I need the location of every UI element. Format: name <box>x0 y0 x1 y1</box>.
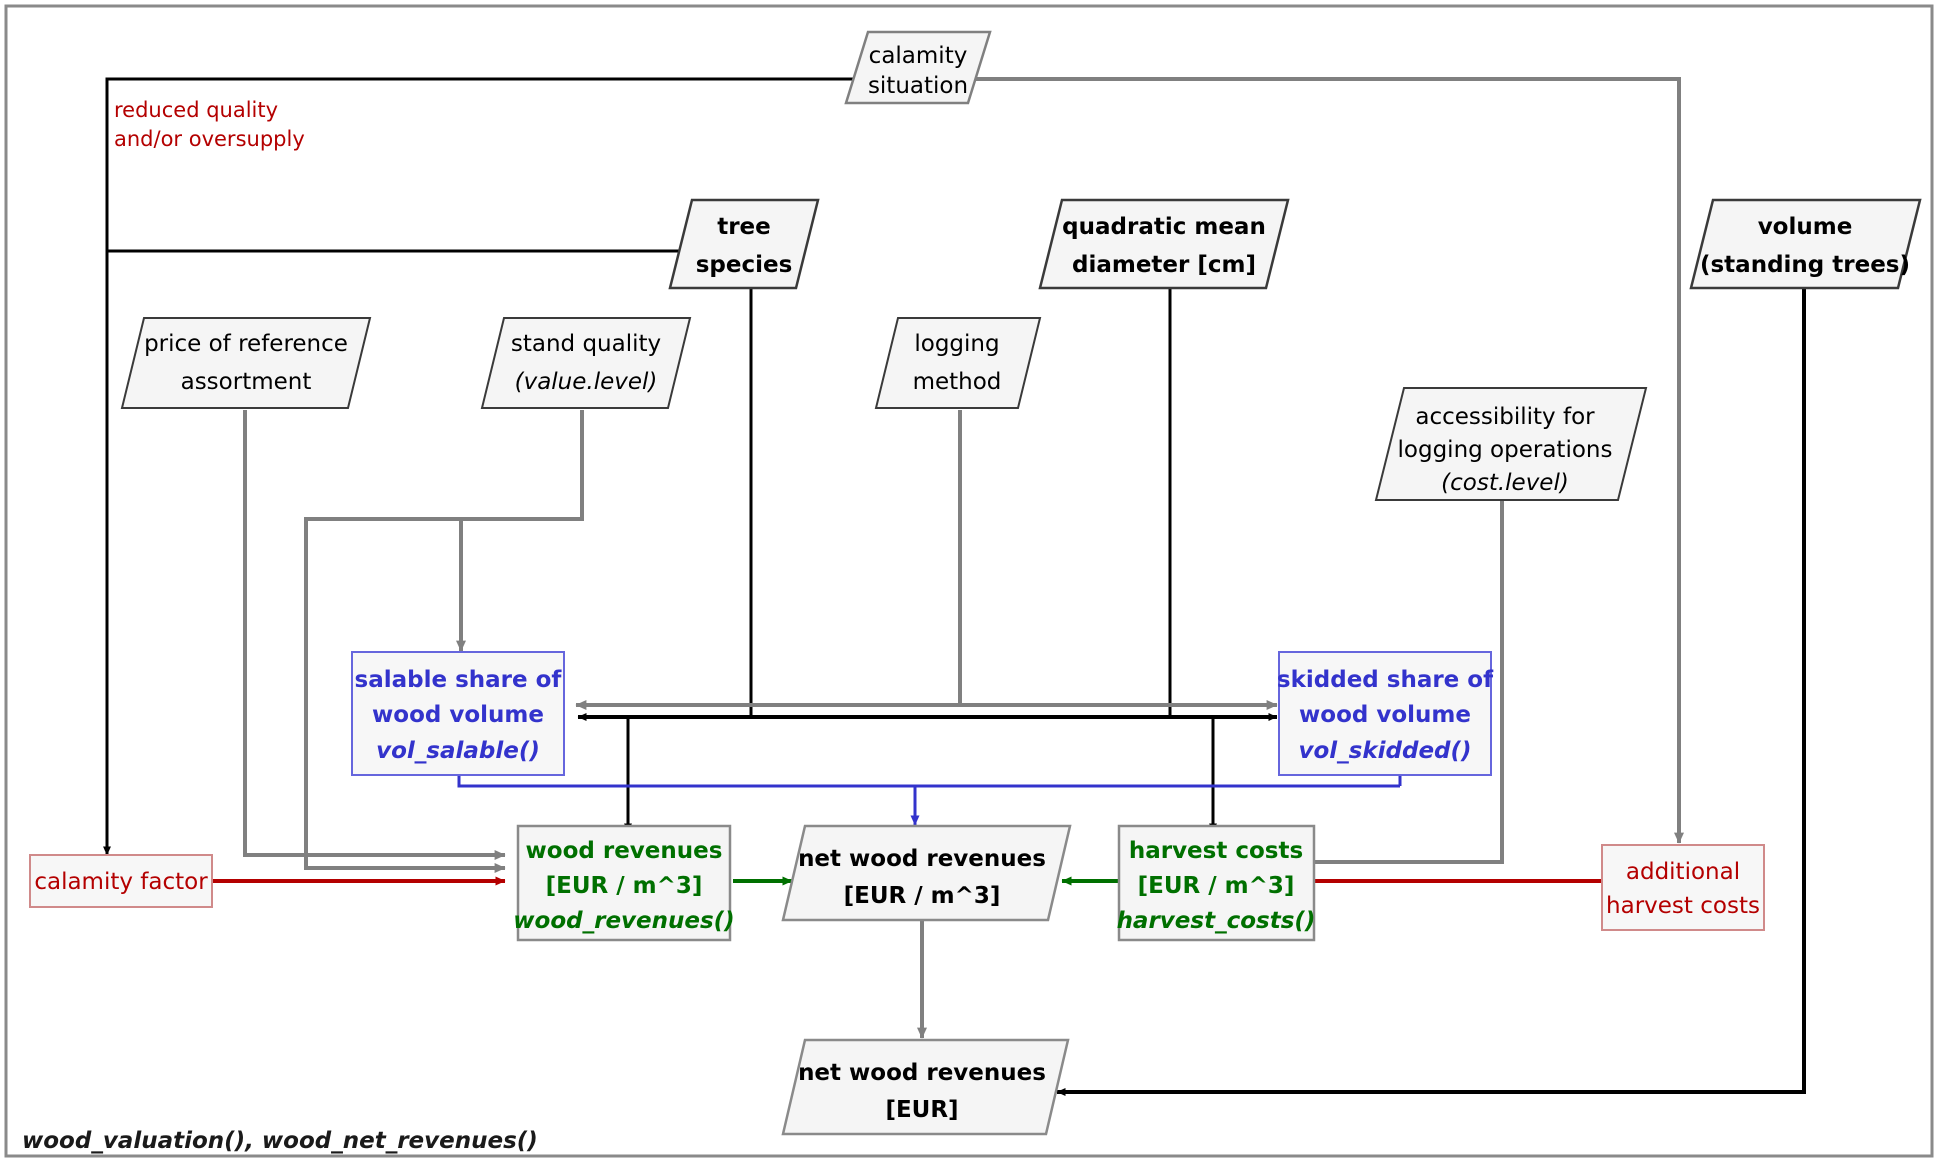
edge-volume-to-net-eur <box>1056 288 1806 1096</box>
node-salable-share[interactable]: salable share of wood volume vol_salable… <box>351 651 565 776</box>
node-quadratic-mean-diameter[interactable]: quadratic mean diameter [cm] <box>1038 198 1290 290</box>
node-wood-revenues-line1: wood revenues <box>526 838 723 864</box>
node-skidded-line3: vol_skidded() <box>1298 738 1471 764</box>
node-price-of-reference-assortment[interactable]: price of reference assortment <box>120 317 372 409</box>
node-net-per-m3-line1: net wood revenues <box>798 846 1046 872</box>
figure-caption-text: wood_valuation(), wood_net_revenues() <box>22 1128 538 1154</box>
node-wood-revenues-line2: [EUR / m^3] <box>546 873 703 899</box>
node-stand-quality-line2: (value.level) <box>515 369 658 395</box>
node-stand-quality-line1: stand quality <box>511 331 661 357</box>
node-volume-line1: volume <box>1758 214 1853 240</box>
node-skidded-share[interactable]: skidded share of wood volume vol_skidded… <box>1277 651 1494 776</box>
node-accessibility-line3: (cost.level) <box>1441 470 1569 496</box>
node-salable-line2: wood volume <box>372 702 544 728</box>
edge-price-reference-to-wood-revenues <box>243 410 506 860</box>
node-harvest-costs[interactable]: harvest costs [EUR / m^3] harvest_costs(… <box>1117 824 1316 942</box>
edge-stand-quality-to-salable <box>456 410 584 652</box>
annotation-line2: and/or oversupply <box>114 127 305 151</box>
node-additional-harvest-costs[interactable]: additional harvest costs <box>1601 844 1765 931</box>
node-qmd-line1: quadratic mean <box>1062 214 1266 240</box>
node-additional-costs-line2: harvest costs <box>1606 893 1760 919</box>
node-calamity-situation-line1: calamity <box>869 43 968 69</box>
edge-gray-bus <box>575 463 1278 710</box>
edge-black-bus <box>577 713 1278 833</box>
edge-calamity-situation-to-calamity-factor <box>103 77 868 856</box>
node-accessibility-for-logging-operations[interactable]: accessibility for logging operations (co… <box>1374 387 1648 501</box>
node-logging-method[interactable]: logging method <box>874 317 1042 409</box>
node-qmd-line2: diameter [cm] <box>1072 252 1256 278</box>
node-accessibility-line2: logging operations <box>1398 437 1613 463</box>
node-tree-species[interactable]: tree species <box>668 198 820 290</box>
node-price-reference-line2: assortment <box>181 369 312 395</box>
edge-accessibility-to-harvest-costs <box>1299 500 1504 867</box>
node-calamity-situation-line2: situation <box>868 73 968 99</box>
node-harvest-costs-line2: [EUR / m^3] <box>1138 873 1295 899</box>
edge-stand-quality-to-wood-revenues <box>304 517 582 873</box>
node-additional-costs-line1: additional <box>1626 859 1740 885</box>
node-salable-line1: salable share of <box>355 667 563 693</box>
node-logging-method-line2: method <box>913 369 1002 395</box>
figure-border <box>4 4 1934 1158</box>
node-tree-species-line1: tree <box>717 214 771 240</box>
node-net-eur-line1: net wood revenues <box>798 1060 1046 1086</box>
annotation-line1: reduced quality <box>114 98 278 122</box>
annotation-reduced-quality: reduced quality and/or oversupply <box>114 98 305 151</box>
node-logging-method-line1: logging <box>914 331 999 357</box>
node-price-reference-line1: price of reference <box>144 331 348 357</box>
node-volume-standing-trees[interactable]: volume (standing trees) <box>1689 198 1922 290</box>
edge-calamity-situation-to-additional-harvest-costs <box>975 77 1684 844</box>
node-skidded-line2: wood volume <box>1299 702 1471 728</box>
node-calamity-factor-label: calamity factor <box>34 869 208 895</box>
node-calamity-situation[interactable]: calamity situation <box>844 30 992 105</box>
node-wood-revenues-line3: wood_revenues() <box>513 908 734 934</box>
node-wood-revenues[interactable]: wood revenues [EUR / m^3] wood_revenues(… <box>513 824 735 942</box>
node-harvest-costs-line1: harvest costs <box>1129 838 1303 864</box>
node-tree-species-line2: species <box>696 252 793 278</box>
node-stand-quality[interactable]: stand quality (value.level) <box>480 317 692 409</box>
edge-salable-blue <box>457 775 1400 826</box>
figure-caption: wood_valuation(), wood_net_revenues() <box>22 1128 538 1154</box>
node-harvest-costs-line3: harvest_costs() <box>1117 908 1316 934</box>
node-calamity-factor[interactable]: calamity factor <box>29 854 213 908</box>
node-net-wood-revenues-per-m3[interactable]: net wood revenues [EUR / m^3] <box>781 824 1072 922</box>
node-volume-line2: (standing trees) <box>1700 252 1910 278</box>
node-net-per-m3-line2: [EUR / m^3] <box>844 883 1001 909</box>
node-skidded-line1: skidded share of <box>1277 667 1494 693</box>
node-salable-line3: vol_salable() <box>376 738 540 764</box>
node-accessibility-line1: accessibility for <box>1415 404 1595 430</box>
node-net-wood-revenues-eur[interactable]: net wood revenues [EUR] <box>781 1038 1070 1136</box>
node-net-eur-line2: [EUR] <box>885 1097 958 1123</box>
